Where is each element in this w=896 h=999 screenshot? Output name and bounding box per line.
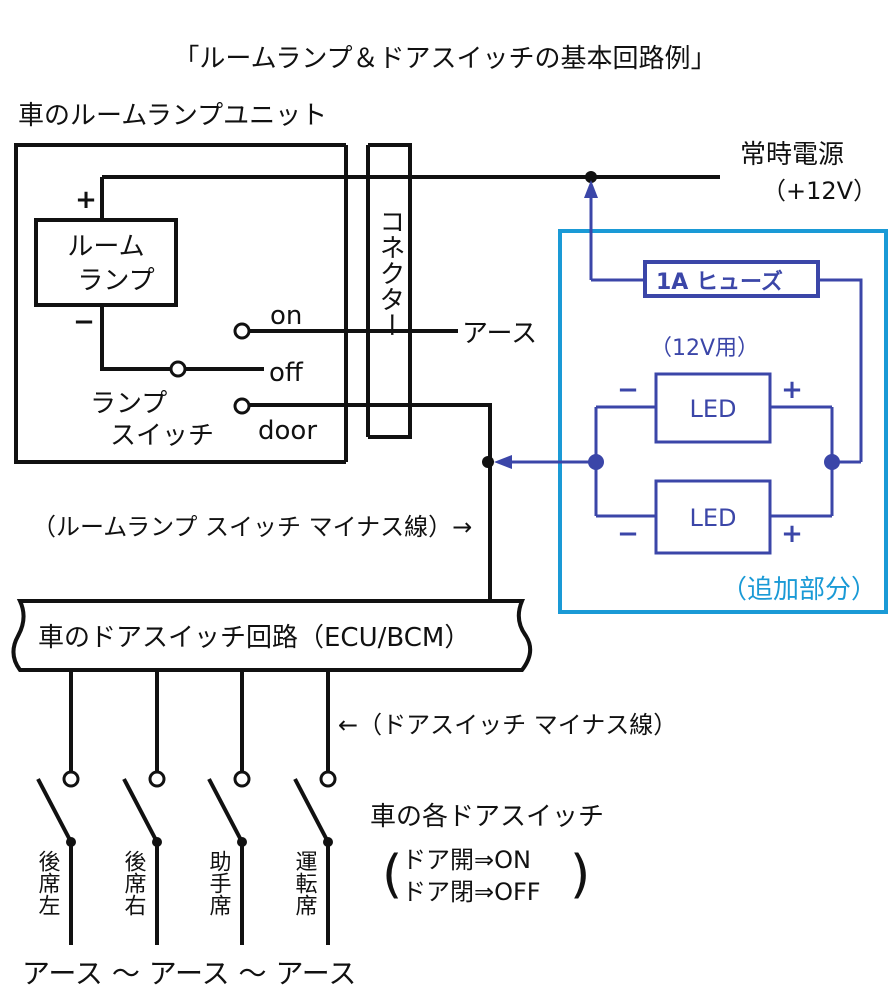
lamp-switch-label-1: ランプ — [90, 389, 167, 419]
door-circuit-box — [11, 599, 533, 672]
power-junction-dot — [585, 171, 597, 183]
led-2-label: LED — [689, 504, 736, 532]
fuse-arrow-head — [584, 180, 598, 198]
switch-on-label: on — [270, 301, 302, 331]
room-lamp-minus-wire-label: （ルームランプ スイッチ マイナス線）→ — [32, 513, 472, 541]
fuse-right-wire — [818, 278, 863, 462]
bottom-ground-label: アース ～ アース ～ アース — [22, 957, 356, 990]
room-lamp-label-2: ランプ — [77, 266, 154, 296]
room-lamp-box — [34, 218, 178, 307]
room-lamp-label-1: ルーム — [67, 232, 144, 262]
door-switch-top-passenger — [233, 770, 251, 788]
door-switch-lever-rear-left — [36, 778, 73, 843]
door-switch-top-rear-right — [148, 770, 166, 788]
connector-label: コネクター — [375, 208, 405, 338]
door-state-open: ドア開⇒ON — [402, 846, 531, 874]
led-2-minus: − — [617, 519, 639, 549]
room-lamp-unit-box — [14, 143, 346, 464]
added-part-box — [558, 229, 888, 614]
door-switches-title: 車の各ドアスイッチ — [370, 802, 604, 832]
door-terminal-wire — [249, 403, 492, 601]
led-minus-arrow-head — [494, 455, 512, 469]
door-label-driver: 運転席 — [292, 850, 318, 916]
door-switch-top-driver — [319, 770, 337, 788]
led-2-plus: + — [781, 519, 803, 549]
door-state-bracket-right: ) — [570, 845, 590, 905]
led-1-plus: + — [781, 375, 803, 405]
lamp-minus-sign: − — [73, 307, 95, 337]
led-note: （12V用） — [650, 336, 759, 361]
power-label-1: 常時電源 — [740, 140, 844, 170]
door-circuit-label: 車のドアスイッチ回路（ECU/BCM） — [38, 623, 470, 653]
led-2 — [654, 479, 772, 555]
door-label-rear-left: 後席左 — [35, 850, 61, 916]
switch-common-terminal — [169, 360, 187, 378]
door-switch-top-rear-left — [62, 770, 80, 788]
led-1-minus: − — [617, 375, 639, 405]
door-minus-wire-label: ←（ドアスイッチ マイナス線） — [338, 711, 677, 739]
led-1 — [654, 372, 772, 444]
door-state-closed: ドア閉⇒OFF — [402, 878, 541, 906]
door-switch-lever-rear-right — [122, 778, 159, 843]
switch-off-label: off — [269, 358, 304, 388]
door-switch-group — [36, 670, 337, 945]
led-1-label: LED — [689, 395, 736, 423]
lamp-plus-sign: + — [75, 185, 97, 215]
door-switch-lever-driver — [293, 778, 330, 843]
door-label-passenger: 助手席 — [206, 850, 232, 916]
lamp-switch-label-2: スイッチ — [110, 421, 214, 451]
room-lamp-unit-label: 車のルームランプユニット — [18, 101, 327, 131]
fuse-label: 1A ヒューズ — [656, 269, 783, 295]
connector-box — [368, 143, 412, 439]
switch-on-terminal — [233, 322, 251, 340]
added-part-label: （追加部分） — [721, 575, 877, 605]
lamp-minus-wire — [100, 305, 171, 371]
door-state-bracket-left: ( — [382, 845, 402, 905]
door-junction-dot — [482, 456, 494, 468]
switch-door-label: door — [258, 416, 317, 446]
on-ground-label: アース — [462, 319, 537, 349]
door-label-rear-right: 後席右 — [121, 850, 147, 916]
power-label-2: （+12V） — [762, 177, 877, 205]
door-switch-lever-passenger — [207, 778, 244, 843]
diagram-title: 「ルームランプ＆ドアスイッチの基本回路例」 — [173, 44, 716, 74]
switch-door-terminal — [233, 397, 251, 415]
